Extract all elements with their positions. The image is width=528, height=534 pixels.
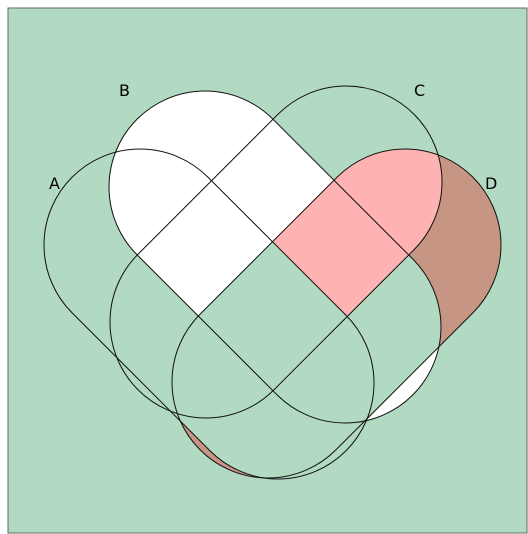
set-label-d: D (485, 174, 497, 193)
set-outline-b (108, 90, 442, 424)
set-label-a: A (49, 174, 60, 193)
set-outlines (43, 85, 502, 480)
set-label-b: B (119, 81, 130, 100)
set-label-c: C (414, 81, 425, 100)
set-outline-d (171, 148, 502, 479)
set-outline-a (43, 148, 375, 480)
set-outline-c (109, 85, 443, 419)
